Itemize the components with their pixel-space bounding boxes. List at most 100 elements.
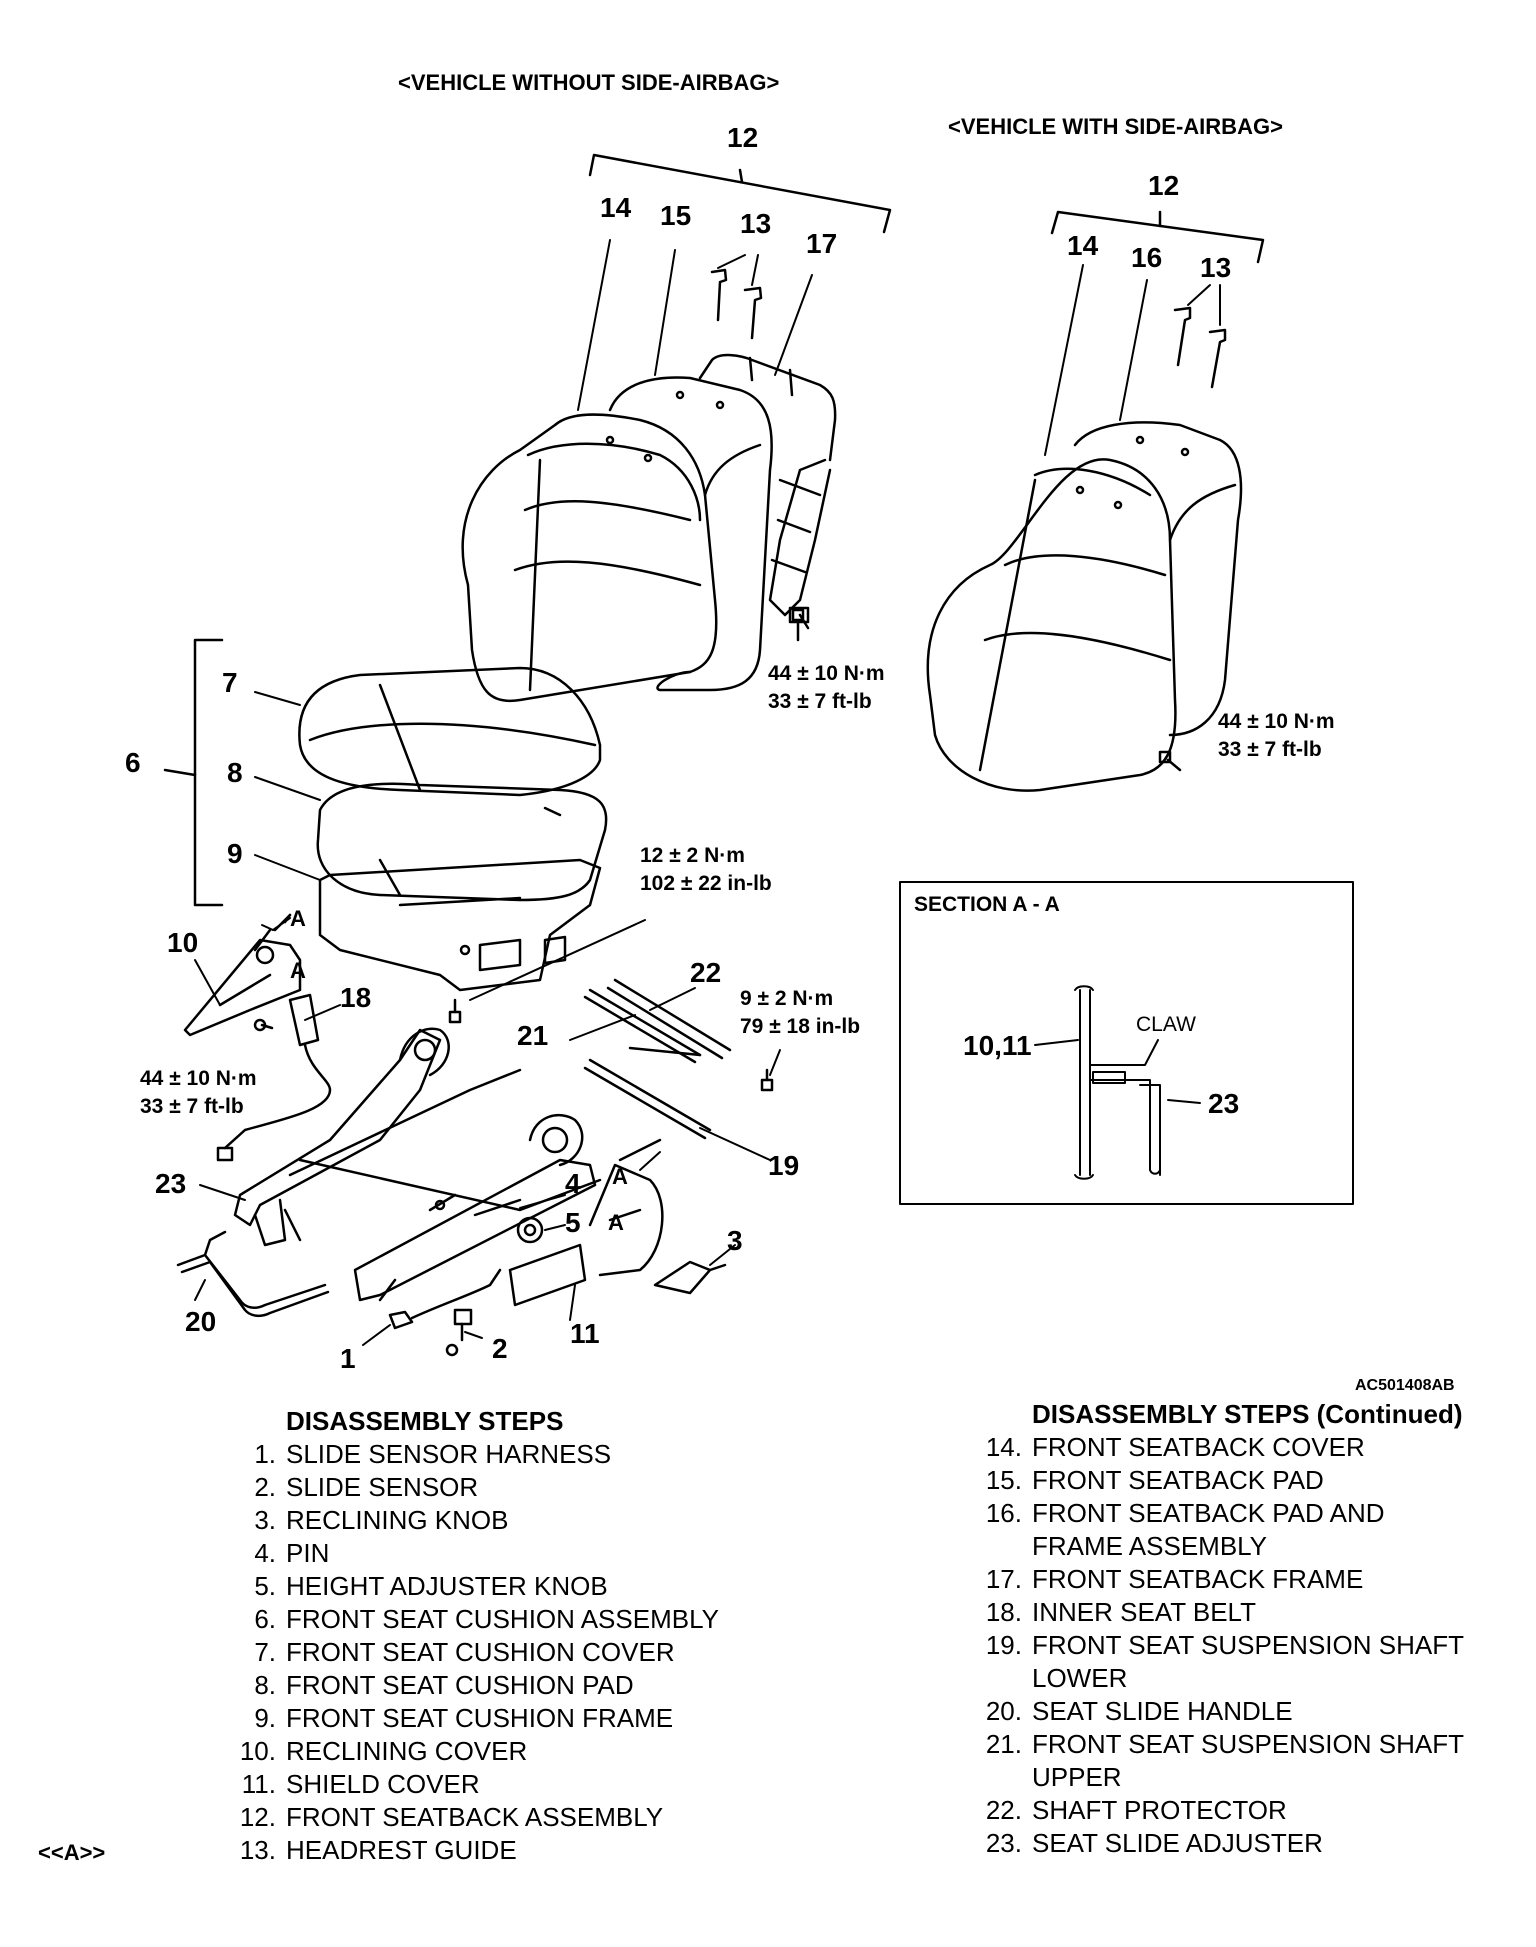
callout-9: 9: [227, 838, 243, 869]
step-item: 7.FRONT SEAT CUSHION COVER: [234, 1636, 719, 1669]
torque-value-nm: 44 ± 10 N·m: [768, 662, 885, 685]
step-number: 9.: [254, 1703, 276, 1733]
step-number: 21.: [985, 1729, 1022, 1759]
seatback-cover-14-left: [461, 413, 718, 703]
step-text: SLIDE SENSOR HARNESS: [286, 1439, 612, 1469]
leader-lines: [194, 239, 1221, 1346]
step-number: 16.: [985, 1498, 1022, 1528]
step-text: FRONT SEATBACK FRAME: [1032, 1564, 1364, 1594]
slide-sensor-2: [445, 1308, 473, 1357]
seatback-frame-17: [698, 353, 837, 642]
step-item: 11. SHIELD COVER: [234, 1768, 719, 1801]
cushion-cover-7: [298, 666, 602, 797]
callout-6: 6: [125, 747, 141, 778]
bracket-6: [193, 638, 224, 907]
step-text: FRONT SEAT CUSHION COVER: [286, 1637, 675, 1667]
torque-cushion-frame: 12 ± 2 N·m 102 ± 22 in-lb: [640, 842, 772, 898]
step-number: 15.: [985, 1465, 1022, 1495]
torque-seat-belt: 44 ± 10 N·m 33 ± 7 ft-lb: [140, 1065, 257, 1121]
section-mark-a-1: A: [290, 906, 306, 931]
step-item: 3. RECLINING KNOB: [234, 1504, 719, 1537]
step-number: 20.: [985, 1696, 1022, 1726]
step-number: 3.: [254, 1505, 276, 1535]
callout-11: 11: [570, 1318, 600, 1349]
steps-title-continued: DISASSEMBLY STEPS (Continued): [1032, 1399, 1463, 1429]
shaft-protector-22: [606, 978, 732, 1060]
step-item: 10.RECLINING COVER: [234, 1735, 719, 1768]
callout-14-right: 14: [1067, 230, 1099, 261]
callout-18: 18: [340, 982, 372, 1013]
step-number: 17.: [985, 1564, 1022, 1594]
callout-1: 1: [340, 1343, 356, 1374]
callout-15: 15: [660, 200, 692, 231]
bolt-right-frame: [1158, 750, 1182, 772]
torque-value-nm: 44 ± 10 N·m: [140, 1067, 257, 1090]
shield-cover-11: [508, 1138, 664, 1307]
callout-22: 22: [690, 957, 722, 988]
service-ref-a: <<A>>: [38, 1840, 106, 1865]
step-item: 15.FRONT SEATBACK PAD: [980, 1464, 1464, 1497]
step-number: 8.: [254, 1670, 276, 1700]
suspension-shaft-upper-21: [583, 988, 702, 1064]
step-text: SHIELD COVER: [286, 1769, 480, 1799]
step-item: 20.SEAT SLIDE HANDLE: [980, 1695, 1464, 1728]
step-text: RECLINING COVER: [286, 1736, 528, 1766]
bolt-shaft: [760, 1068, 774, 1092]
step-item: 6.FRONT SEAT CUSHION ASSEMBLY: [234, 1603, 719, 1636]
torque-value-ft: 33 ± 7 ft-lb: [140, 1095, 244, 1118]
torque-value-nm: 44 ± 10 N·m: [1218, 710, 1335, 733]
headrest-guides-13-left: [710, 268, 763, 340]
callout-4: 4: [565, 1168, 581, 1199]
step-item: 17. FRONT SEATBACK FRAME: [980, 1563, 1464, 1596]
callout-13-right: 13: [1200, 252, 1232, 283]
step-text: SHAFT PROTECTOR: [1032, 1795, 1287, 1825]
step-item: 13.HEADREST GUIDE: [234, 1834, 719, 1867]
torque-value-ft: 33 ± 7 ft-lb: [768, 690, 872, 713]
step-item: 22.SHAFT PROTECTOR: [980, 1794, 1464, 1827]
callout-5: 5: [565, 1207, 581, 1238]
step-item: 14.FRONT SEATBACK COVER: [980, 1431, 1464, 1464]
step-number: 1.: [254, 1439, 276, 1469]
step-text: FRAME ASSEMBLY: [1032, 1531, 1268, 1561]
step-text: SLIDE SENSOR: [286, 1472, 479, 1502]
section-aa-box: [899, 881, 1354, 1205]
section-aa-drawing: [1034, 985, 1201, 1180]
step-item: 2. SLIDE SENSOR: [234, 1471, 719, 1504]
step-text: FRONT SEATBACK PAD AND: [1032, 1498, 1385, 1528]
seatback-cover-14-right: [926, 458, 1177, 792]
steps-title: DISASSEMBLY STEPS: [286, 1406, 564, 1436]
callout-12-left: 12: [727, 122, 759, 153]
step-item: 19.FRONT SEAT SUSPENSION SHAFT: [980, 1629, 1464, 1662]
step-text: SEAT SLIDE ADJUSTER: [1032, 1828, 1323, 1858]
step-number: 18.: [985, 1597, 1022, 1627]
step-text: RECLINING KNOB: [286, 1505, 509, 1535]
step-text: FRONT SEATBACK ASSEMBLY: [286, 1802, 664, 1832]
torque-seatback-frame: 44 ± 10 N·m 33 ± 7 ft-lb: [768, 660, 885, 716]
height-adjuster-knob-5: [516, 1216, 544, 1244]
section-adjuster-ref: 23: [1208, 1088, 1240, 1119]
callout-3: 3: [727, 1225, 743, 1256]
section-aa-title: SECTION A - A: [914, 893, 1060, 916]
section-part-ref: 10,11: [963, 1030, 1032, 1061]
seat-slide-adjuster-23: [233, 1027, 602, 1302]
torque-value-in: 102 ± 22 in-lb: [640, 872, 772, 895]
step-item: UPPER: [980, 1761, 1464, 1794]
step-number: 11.: [241, 1769, 276, 1799]
callout-2: 2: [492, 1333, 508, 1364]
callout-20: 20: [185, 1306, 217, 1337]
step-text: HEADREST GUIDE: [286, 1835, 517, 1865]
step-text: PIN: [286, 1538, 330, 1568]
step-item: FRAME ASSEMBLY: [980, 1530, 1464, 1563]
step-item: 12.FRONT SEATBACK ASSEMBLY: [234, 1801, 719, 1834]
section-mark-a-2: A: [290, 958, 306, 983]
figure-code: AC501408AB: [1355, 1377, 1455, 1394]
suspension-shaft-lower-19: [583, 1046, 712, 1140]
step-number: 2.: [254, 1472, 276, 1502]
callout-7: 7: [222, 667, 238, 698]
step-text: UPPER: [1032, 1762, 1122, 1792]
cushion-pad-8: [316, 782, 608, 902]
callout-14-left: 14: [600, 192, 632, 223]
step-item: 8.FRONT SEAT CUSHION PAD: [234, 1669, 719, 1702]
